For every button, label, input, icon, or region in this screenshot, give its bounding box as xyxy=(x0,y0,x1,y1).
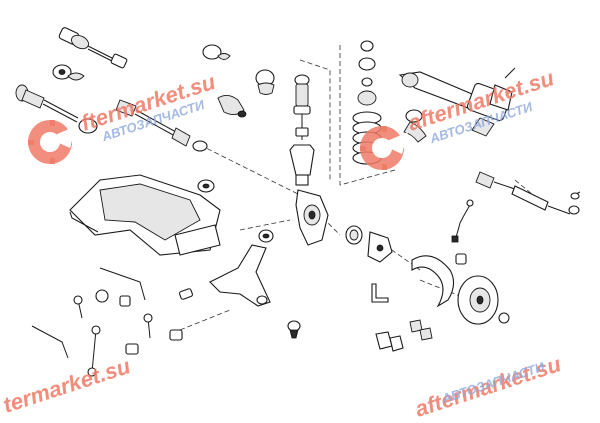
brake-disc xyxy=(457,275,510,325)
stabilizer-bar xyxy=(31,267,193,359)
brake-shield xyxy=(411,255,455,308)
steering-rack xyxy=(398,67,516,143)
wheel-hub xyxy=(345,225,393,263)
shock-absorber xyxy=(289,74,315,186)
subframe xyxy=(69,174,221,256)
drive-shaft-upper xyxy=(58,27,128,69)
abs-sensor xyxy=(451,199,474,265)
parts-diagram xyxy=(15,27,581,377)
control-arm xyxy=(209,229,301,339)
tie-rod xyxy=(475,171,581,215)
bushings xyxy=(125,295,268,355)
cv-boot-set xyxy=(52,44,275,118)
strut-mount xyxy=(357,40,377,106)
stabilizer-link xyxy=(73,295,153,377)
brake-pads xyxy=(371,283,433,352)
diagram-canvas: ftermarket.su АВТОЗАПЧАСТИ aftermarket.s… xyxy=(0,27,581,422)
watermark-logo-icon xyxy=(28,120,76,164)
watermark-logo-icon xyxy=(360,126,408,170)
steering-knuckle xyxy=(295,189,329,246)
drive-shaft-lower xyxy=(15,84,208,152)
